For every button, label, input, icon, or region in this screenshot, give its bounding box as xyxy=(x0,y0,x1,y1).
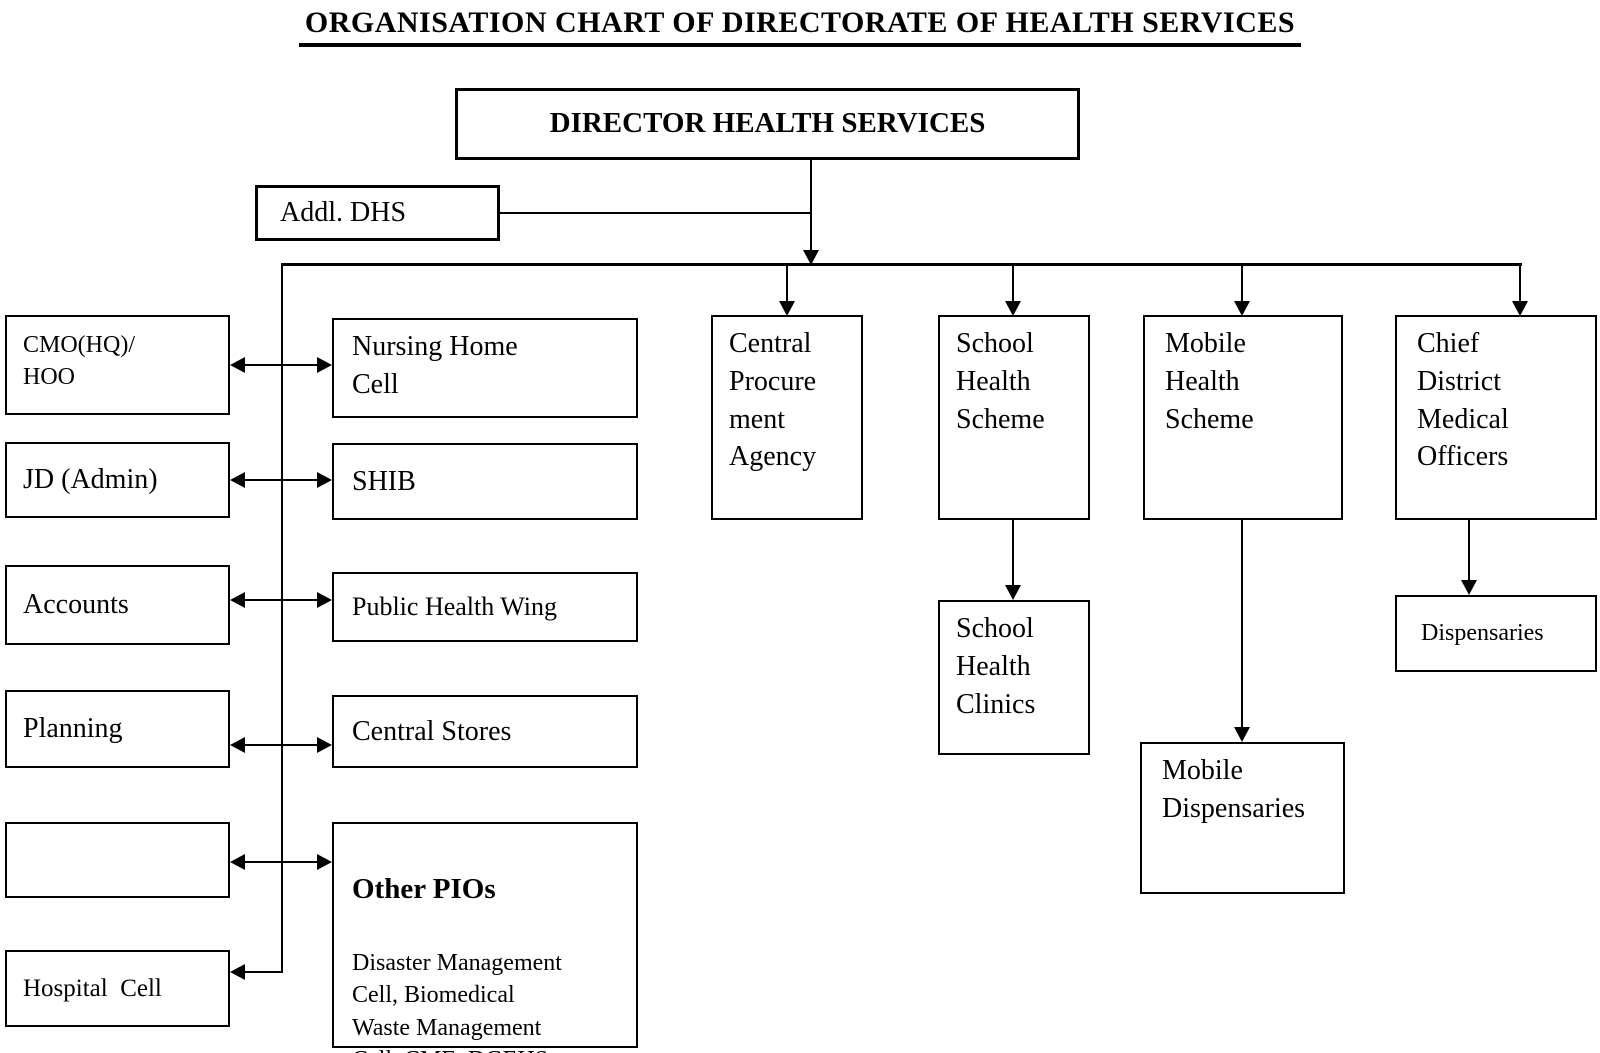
node-mobile-dispensaries: Mobile Dispensaries xyxy=(1140,742,1345,894)
line-unlabeled-other-pios xyxy=(243,861,321,863)
arrowhead-mobile-dispensaries xyxy=(1234,727,1250,742)
node-nursing-home-cell: Nursing Home Cell xyxy=(332,318,638,418)
line-distribution-horizontal xyxy=(281,263,1522,266)
arrowhead-to-planning xyxy=(230,737,245,753)
page-title: ORGANISATION CHART OF DIRECTORATE OF HEA… xyxy=(0,6,1600,47)
arrowhead-mobile-health-scheme xyxy=(1234,301,1250,316)
arrowhead-to-hospital-cell xyxy=(230,964,245,980)
line-planning-central-stores xyxy=(243,744,321,746)
arrowhead-dispensaries xyxy=(1461,580,1477,595)
line-jd-shib xyxy=(243,479,321,481)
line-accounts-phw xyxy=(243,599,321,601)
node-accounts: Accounts xyxy=(5,565,230,645)
line-drop-chief-district xyxy=(1519,266,1521,302)
line-mhs-to-mobile-dispensaries xyxy=(1241,520,1243,728)
other-pios-heading: Other PIOs xyxy=(352,872,496,905)
node-other-pios: Other PIOs Disaster Management Cell, Bio… xyxy=(332,822,638,1053)
arrowhead-to-jd xyxy=(230,472,245,488)
line-drop-central-procurement xyxy=(786,266,788,302)
node-school-health-clinics: School Health Clinics xyxy=(938,600,1090,755)
arrowhead-to-nursing xyxy=(317,357,332,373)
node-director-health-services: DIRECTOR HEALTH SERVICES xyxy=(455,88,1080,160)
node-addl-dhs: Addl. DHS xyxy=(255,185,500,241)
line-addl-dhs-connector xyxy=(499,212,811,214)
node-shib: SHIB xyxy=(332,443,638,520)
node-mobile-health-scheme: Mobile Health Scheme xyxy=(1143,315,1343,520)
arrowhead-school-health-clinics xyxy=(1005,585,1021,600)
line-drop-mobile-health-scheme xyxy=(1241,266,1243,302)
line-shs-to-clinics xyxy=(1012,520,1014,586)
arrowhead-to-accounts xyxy=(230,592,245,608)
arrowhead-to-shib xyxy=(317,472,332,488)
node-school-health-scheme: School Health Scheme xyxy=(938,315,1090,520)
other-pios-body: Disaster Management Cell, Biomedical Was… xyxy=(352,949,562,1053)
node-cmo-hq-hoo: CMO(HQ)/ HOO xyxy=(5,315,230,415)
node-chief-district-medical-officers: Chief District Medical Officers xyxy=(1395,315,1597,520)
arrowhead-chief-district xyxy=(1512,301,1528,316)
arrowhead-director-to-row xyxy=(803,250,819,265)
node-hospital-cell: Hospital Cell xyxy=(5,950,230,1027)
line-cmo-nursing xyxy=(243,364,321,366)
node-planning: Planning xyxy=(5,690,230,768)
node-central-stores: Central Stores xyxy=(332,695,638,768)
arrowhead-central-procurement xyxy=(779,301,795,316)
line-drop-school-health-scheme xyxy=(1012,266,1014,302)
arrowhead-to-cmo xyxy=(230,357,245,373)
arrowhead-to-other-pios xyxy=(317,854,332,870)
line-left-spine xyxy=(281,264,283,973)
node-unlabeled xyxy=(5,822,230,898)
node-central-procurement-agency: Central Procure ment Agency xyxy=(711,315,863,520)
line-spine-hospital xyxy=(243,971,283,973)
node-dispensaries: Dispensaries xyxy=(1395,595,1597,672)
arrowhead-to-unlabeled xyxy=(230,854,245,870)
arrowhead-school-health-scheme xyxy=(1005,301,1021,316)
page-title-text: ORGANISATION CHART OF DIRECTORATE OF HEA… xyxy=(298,6,1302,47)
line-cdmo-to-dispensaries xyxy=(1468,520,1470,581)
node-jd-admin: JD (Admin) xyxy=(5,442,230,518)
arrowhead-to-central-stores xyxy=(317,737,332,753)
line-director-drop xyxy=(810,159,812,253)
node-public-health-wing: Public Health Wing xyxy=(332,572,638,642)
arrowhead-to-public-health-wing xyxy=(317,592,332,608)
